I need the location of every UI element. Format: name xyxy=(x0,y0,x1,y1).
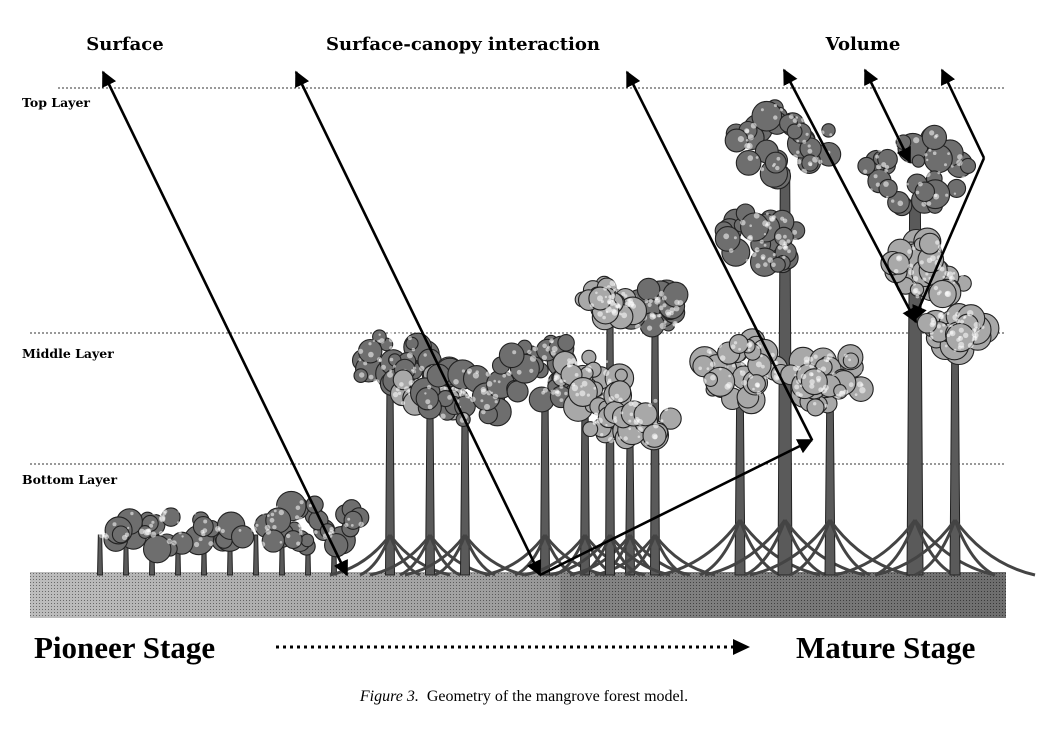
tree-canopy xyxy=(880,227,972,309)
prop-roots xyxy=(659,519,821,577)
tree-canopy xyxy=(689,328,792,415)
tree-canopy xyxy=(916,303,1000,366)
volume-arrow-2 xyxy=(863,68,912,164)
tree-trunk xyxy=(539,389,551,576)
prop-roots xyxy=(874,519,1036,577)
forest-trees xyxy=(96,99,1036,577)
tree-trunk xyxy=(734,399,746,576)
tree-canopy xyxy=(857,124,977,217)
layer-guide-lines xyxy=(30,87,1005,465)
pioneer-stage-label: Pioneer Stage xyxy=(34,630,216,665)
tree-trunk xyxy=(824,409,836,576)
middle-layer-label: Middle Layer xyxy=(22,346,114,361)
figure-label: Figure 3. xyxy=(359,688,419,705)
volume-arrow-1 xyxy=(782,68,918,324)
tree-trunk xyxy=(949,359,961,576)
figure-caption: Figure 3. Geometry of the mangrove forest… xyxy=(0,688,1048,706)
mature-stage-label: Mature Stage xyxy=(796,630,976,665)
volume-arrow-3 xyxy=(940,68,986,159)
shrub-trunk xyxy=(96,534,104,576)
top-layer-label: Top Layer xyxy=(22,95,90,110)
interaction-arrow-reflect xyxy=(539,438,814,577)
interaction-heading: Surface-canopy interaction xyxy=(326,34,600,55)
tree-trunk xyxy=(424,409,436,576)
surface-heading: Surface xyxy=(86,34,164,55)
volume-heading: Volume xyxy=(825,34,901,55)
tree-trunk xyxy=(459,414,471,576)
shrub-canopy xyxy=(98,507,246,564)
tree-canopy xyxy=(714,203,806,277)
ground xyxy=(30,572,1006,618)
shrub-canopy xyxy=(230,490,370,558)
interaction-arrow-out xyxy=(625,70,814,441)
tree-canopy xyxy=(574,275,648,331)
succession-arrow xyxy=(276,639,750,655)
interaction-arrow-in xyxy=(294,70,542,577)
bottom-layer-label: Bottom Layer xyxy=(22,472,118,487)
arrows xyxy=(101,68,986,577)
shrub-trunk xyxy=(252,534,260,576)
prop-roots xyxy=(704,519,866,577)
tree-canopy xyxy=(582,380,682,451)
prop-roots xyxy=(749,519,911,577)
surface-arrow xyxy=(101,70,349,577)
tree-canopy xyxy=(780,344,874,417)
figure-caption-text: Geometry of the mangrove forest model. xyxy=(426,688,689,705)
volume-arrow-4 xyxy=(912,157,986,322)
